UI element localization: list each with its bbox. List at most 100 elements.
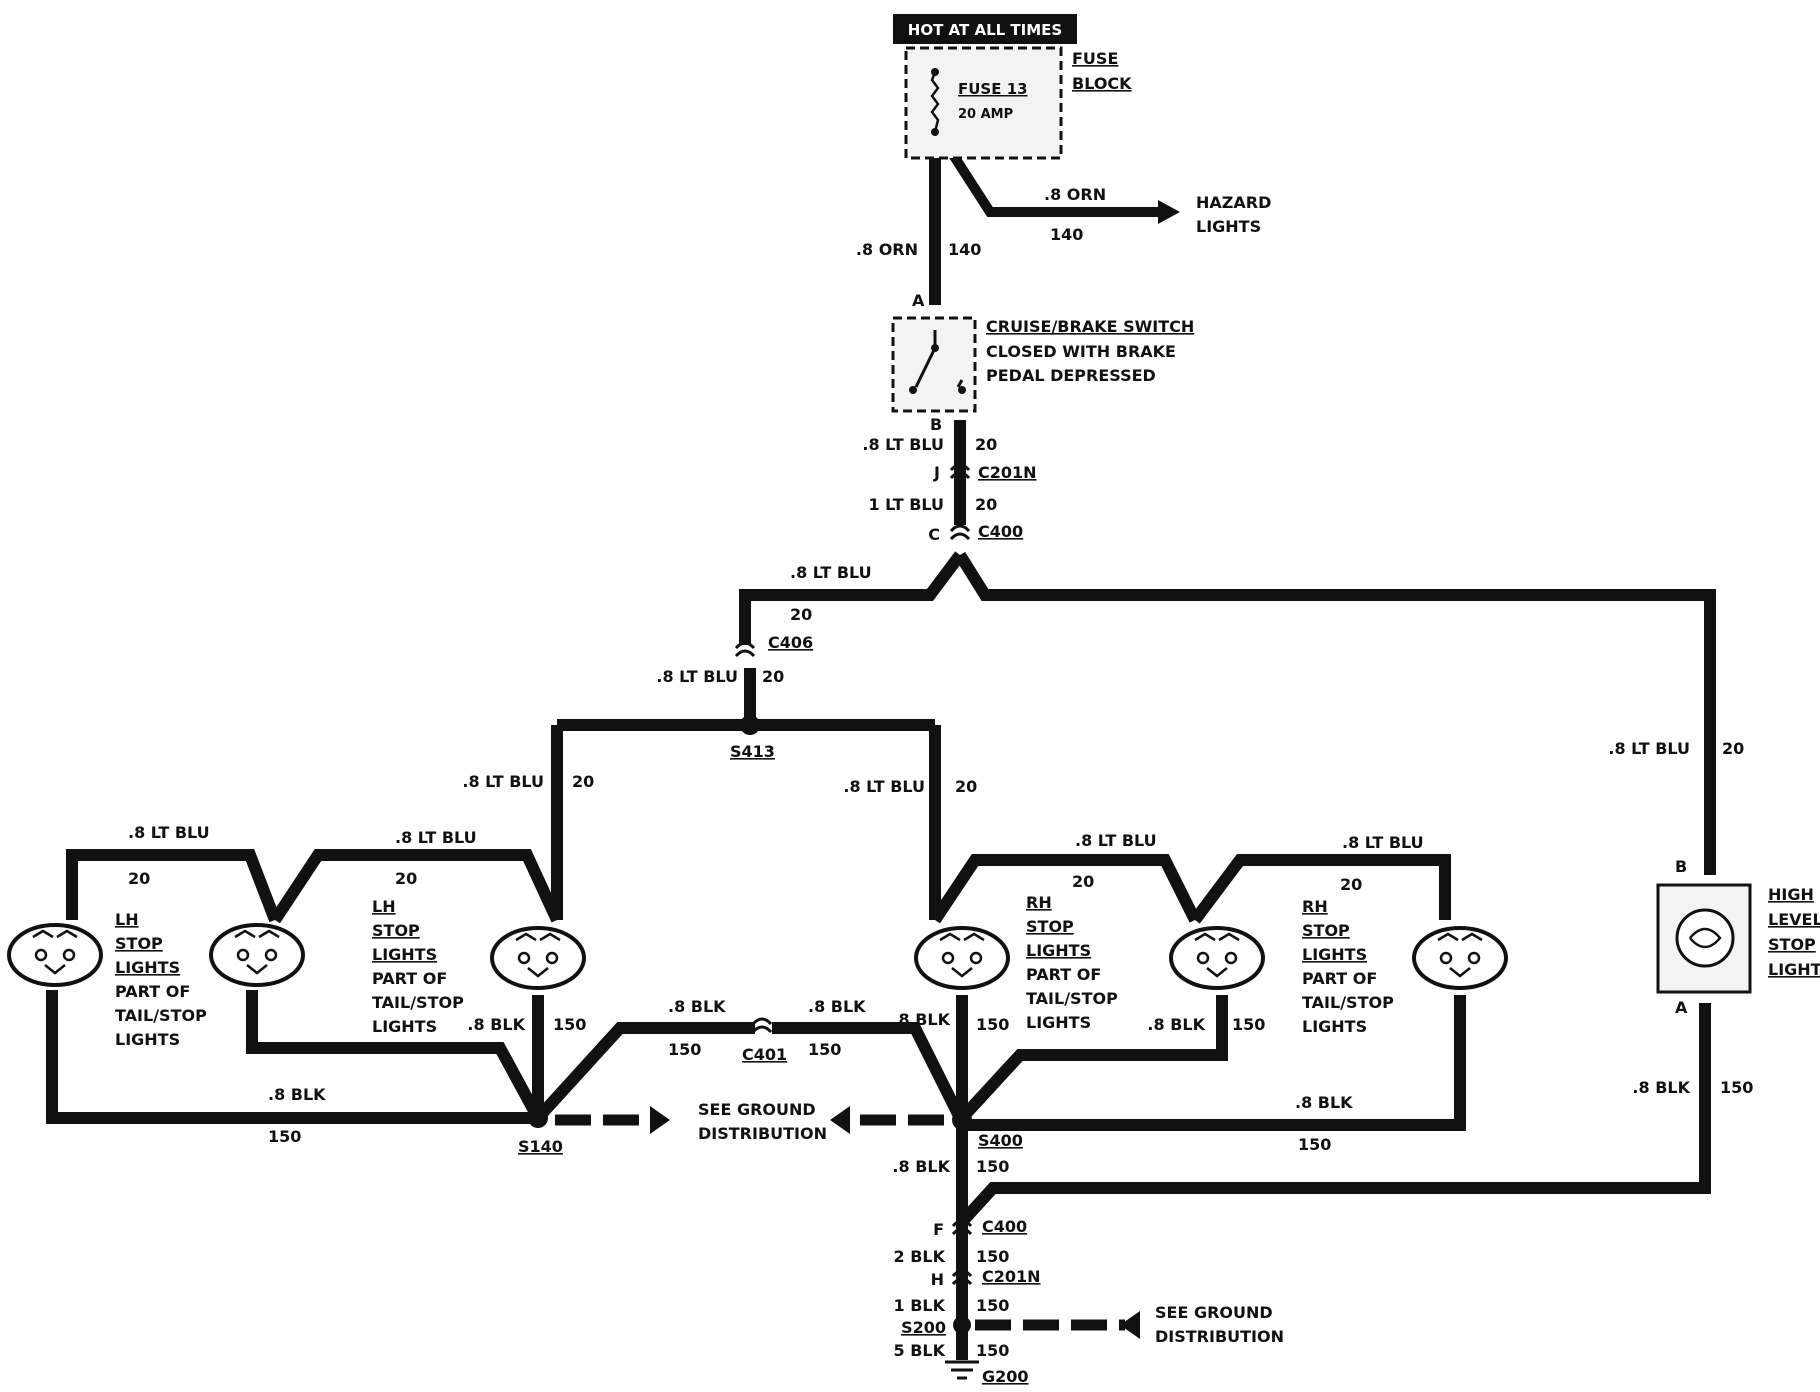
s413-splice <box>740 715 760 735</box>
rh-label2-2: STOP <box>1302 921 1350 940</box>
see-ground-b-2: DISTRIBUTION <box>1155 1327 1284 1346</box>
power-header: HOT AT ALL TIMES <box>908 21 1062 39</box>
high-pin-b: B <box>1675 857 1687 876</box>
switch-label-2: CLOSED WITH BRAKE <box>986 342 1176 361</box>
lh-outer-circuit: 20 <box>128 869 150 888</box>
high-label-3: STOP <box>1768 935 1816 954</box>
left-branch-circuit: 20 <box>572 772 594 791</box>
lh-label2-2: STOP <box>372 921 420 940</box>
s200-splice <box>953 1316 971 1334</box>
rh-bottom-ground-wire: .8 BLK <box>1295 1093 1353 1112</box>
mid-ground-wire-l: .8 BLK <box>668 997 726 1016</box>
fuse-label: FUSE 13 <box>958 80 1028 98</box>
conn-c201n: C201N <box>978 463 1037 482</box>
rh-label1-4: PART OF <box>1026 965 1101 984</box>
split-wire-2: .8 LT BLU <box>656 667 738 686</box>
ground-wire-2: 2 BLK <box>894 1247 946 1266</box>
lh-label1-3: LIGHTS <box>115 958 180 977</box>
ground-circuit-3: 150 <box>976 1296 1009 1315</box>
hazard-label-2: LIGHTS <box>1196 217 1261 236</box>
rh-mid-wire: .8 LT BLU <box>1075 831 1157 850</box>
conn-c201n-ground: C201N <box>982 1267 1041 1286</box>
hazard-wire: .8 ORN <box>1044 185 1106 204</box>
high-ground-circuit: 150 <box>1720 1078 1753 1097</box>
lh-label2-1: LH <box>372 897 396 916</box>
lh-label1-6: LIGHTS <box>115 1030 180 1049</box>
rh-inner-lamp <box>914 926 1010 990</box>
fuse-amp: 20 AMP <box>958 107 1013 122</box>
high-branch-circuit: 20 <box>1722 739 1744 758</box>
rh-outer-wire: .8 LT BLU <box>1342 833 1424 852</box>
hazard-label-1: HAZARD <box>1196 193 1271 212</box>
rh-mid-circuit: 20 <box>1072 872 1094 891</box>
lh-bottom-ground-circuit: 150 <box>268 1127 301 1146</box>
rh-label2-6: LIGHTS <box>1302 1017 1367 1036</box>
high-pin-a: A <box>1675 998 1688 1017</box>
ground-circuit-4: 150 <box>976 1341 1009 1360</box>
down-ground-wire: .8 BLK <box>892 1157 950 1176</box>
splice-s400: S400 <box>978 1131 1023 1150</box>
splice-s413: S413 <box>730 742 775 761</box>
lh-label1-1: LH <box>115 910 139 929</box>
rh-label1-3: LIGHTS <box>1026 941 1091 960</box>
lh-center-ground-wire: .8 BLK <box>467 1015 525 1034</box>
mid-ground-wire-r: .8 BLK <box>808 997 866 1016</box>
lh-label1-5: TAIL/STOP <box>115 1006 207 1025</box>
lh-mid-wire: .8 LT BLU <box>395 828 477 847</box>
rh-label1-5: TAIL/STOP <box>1026 989 1118 1008</box>
high-label-4: LIGHT <box>1768 960 1820 979</box>
rh-outer-lamp <box>1412 926 1508 990</box>
pin-f: F <box>933 1220 944 1239</box>
see-ground-1: SEE GROUND <box>698 1100 816 1119</box>
pin-j: J <box>933 463 940 482</box>
s140-splice <box>528 1108 548 1128</box>
rh-label1-6: LIGHTS <box>1026 1013 1091 1032</box>
wires <box>46 147 1716 1380</box>
upper-circuit-2: 20 <box>975 495 997 514</box>
pin-c: C <box>928 525 940 544</box>
rh-label2-3: LIGHTS <box>1302 945 1367 964</box>
rh-label2-5: TAIL/STOP <box>1302 993 1394 1012</box>
rh-center-ground-circuit: 150 <box>976 1015 1009 1034</box>
lh-outer-wire: .8 LT BLU <box>128 823 210 842</box>
lh-outer-lamp <box>7 923 103 987</box>
lh-mid-lamp <box>209 923 305 987</box>
upper-circuit-1: 20 <box>975 435 997 454</box>
rh-mid-ground-wire: .8 BLK <box>1147 1015 1205 1034</box>
c401-connector-icon <box>751 1017 773 1034</box>
split-circuit-2: 20 <box>762 667 784 686</box>
fuse-block-label-2: BLOCK <box>1072 74 1132 93</box>
lh-label2-6: LIGHTS <box>372 1017 437 1036</box>
down-ground-circuit: 150 <box>976 1157 1009 1176</box>
right-branch-wire: .8 LT BLU <box>843 777 925 796</box>
lh-inner-lamp <box>490 926 586 990</box>
conn-c406: C406 <box>768 633 813 652</box>
lh-mid-circuit: 20 <box>395 869 417 888</box>
lh-bottom-ground-wire: .8 BLK <box>268 1085 326 1104</box>
rh-label2-4: PART OF <box>1302 969 1377 988</box>
lh-label2-3: LIGHTS <box>372 945 437 964</box>
high-level-bulb-icon <box>1675 908 1735 968</box>
splice-s200: S200 <box>901 1318 946 1337</box>
rh-label2-1: RH <box>1302 897 1328 916</box>
fuse-icon <box>930 71 940 133</box>
split-wire: .8 LT BLU <box>790 563 872 582</box>
switch-pin-b: B <box>930 415 942 434</box>
upper-wire-2: 1 LT BLU <box>868 495 944 514</box>
switch-label-1: CRUISE/BRAKE SWITCH <box>986 317 1194 336</box>
rh-mid-lamp <box>1169 926 1265 990</box>
upper-wire-1: .8 LT BLU <box>862 435 944 454</box>
hazard-circuit: 140 <box>1050 225 1083 244</box>
high-branch-wire: .8 LT BLU <box>1608 739 1690 758</box>
feed-circuit: 140 <box>948 240 981 259</box>
splice-s140: S140 <box>518 1137 563 1156</box>
rh-mid-ground-circuit: 150 <box>1232 1015 1265 1034</box>
high-label-2: LEVEL <box>1768 910 1820 929</box>
lh-center-ground-circuit: 150 <box>553 1015 586 1034</box>
switch-label-3: PEDAL DEPRESSED <box>986 366 1156 385</box>
rh-bottom-ground-circuit: 150 <box>1298 1135 1331 1154</box>
rh-label1-1: RH <box>1026 893 1052 912</box>
s400-splice <box>952 1110 972 1130</box>
